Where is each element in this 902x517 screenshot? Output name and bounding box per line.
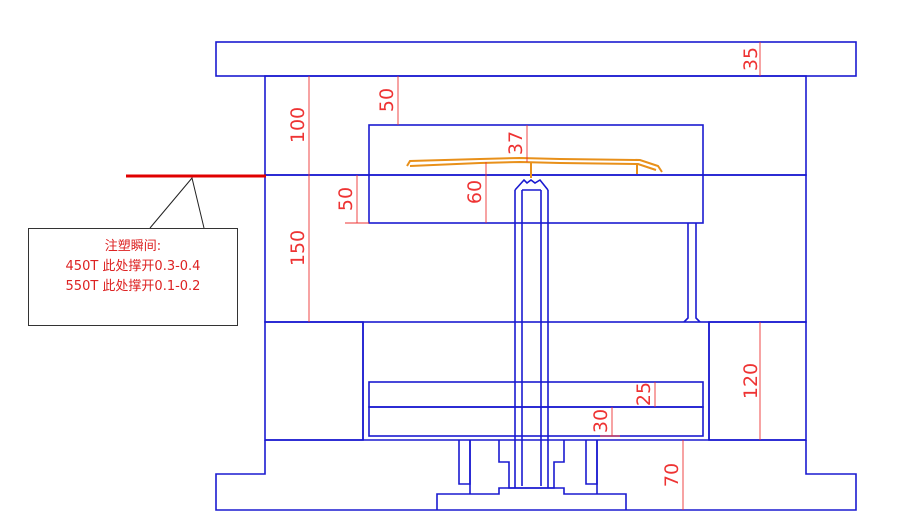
dimension-labels: 35 50 100 37 60 50 150 120 25 30 70: [287, 47, 762, 487]
dim-label-50-top: 50: [376, 88, 398, 112]
injection-note-callout: 注塑瞬间: 450T 此处撑开0.3-0.4 550T 此处撑开0.1-0.2: [28, 228, 238, 326]
part-top-edge: [406, 156, 663, 173]
callout-line-550t: 550T 此处撑开0.1-0.2: [65, 279, 201, 294]
bottom-clamp-plate: [215, 440, 857, 511]
callout-line-450t: 450T 此处撑开0.3-0.4: [65, 259, 201, 274]
molded-part: [406, 156, 663, 178]
dim-label-30: 30: [590, 409, 612, 433]
b-plate: [264, 174, 807, 323]
dimension-lines: [308, 42, 761, 510]
bushing-center: [498, 440, 565, 489]
dim-label-50-lower: 50: [335, 187, 357, 211]
dim-label-25: 25: [633, 382, 655, 406]
support-pin-right-2: [695, 223, 701, 323]
callout-title: 注塑瞬间:: [104, 239, 162, 254]
cavity-insert: [368, 124, 704, 224]
dim-label-60: 60: [464, 180, 486, 204]
part-bottom-edge: [409, 160, 657, 171]
dim-label-35: 35: [740, 47, 762, 71]
ejector-retainer-plate: [368, 406, 704, 437]
dim-label-100: 100: [287, 107, 309, 143]
center-pin-head: [514, 178, 549, 191]
bushing-left: [458, 440, 471, 485]
locating-ring: [436, 487, 627, 510]
dim-label-120: 120: [740, 363, 762, 399]
dim-label-37: 37: [505, 131, 527, 155]
callout-leader: [149, 176, 205, 229]
left-spacer-block: [264, 321, 364, 441]
bushing-right: [585, 440, 598, 485]
dim-label-150: 150: [287, 230, 309, 266]
support-pin-right: [683, 223, 689, 323]
dim-label-70: 70: [661, 463, 683, 487]
mold-outline: [215, 41, 857, 511]
